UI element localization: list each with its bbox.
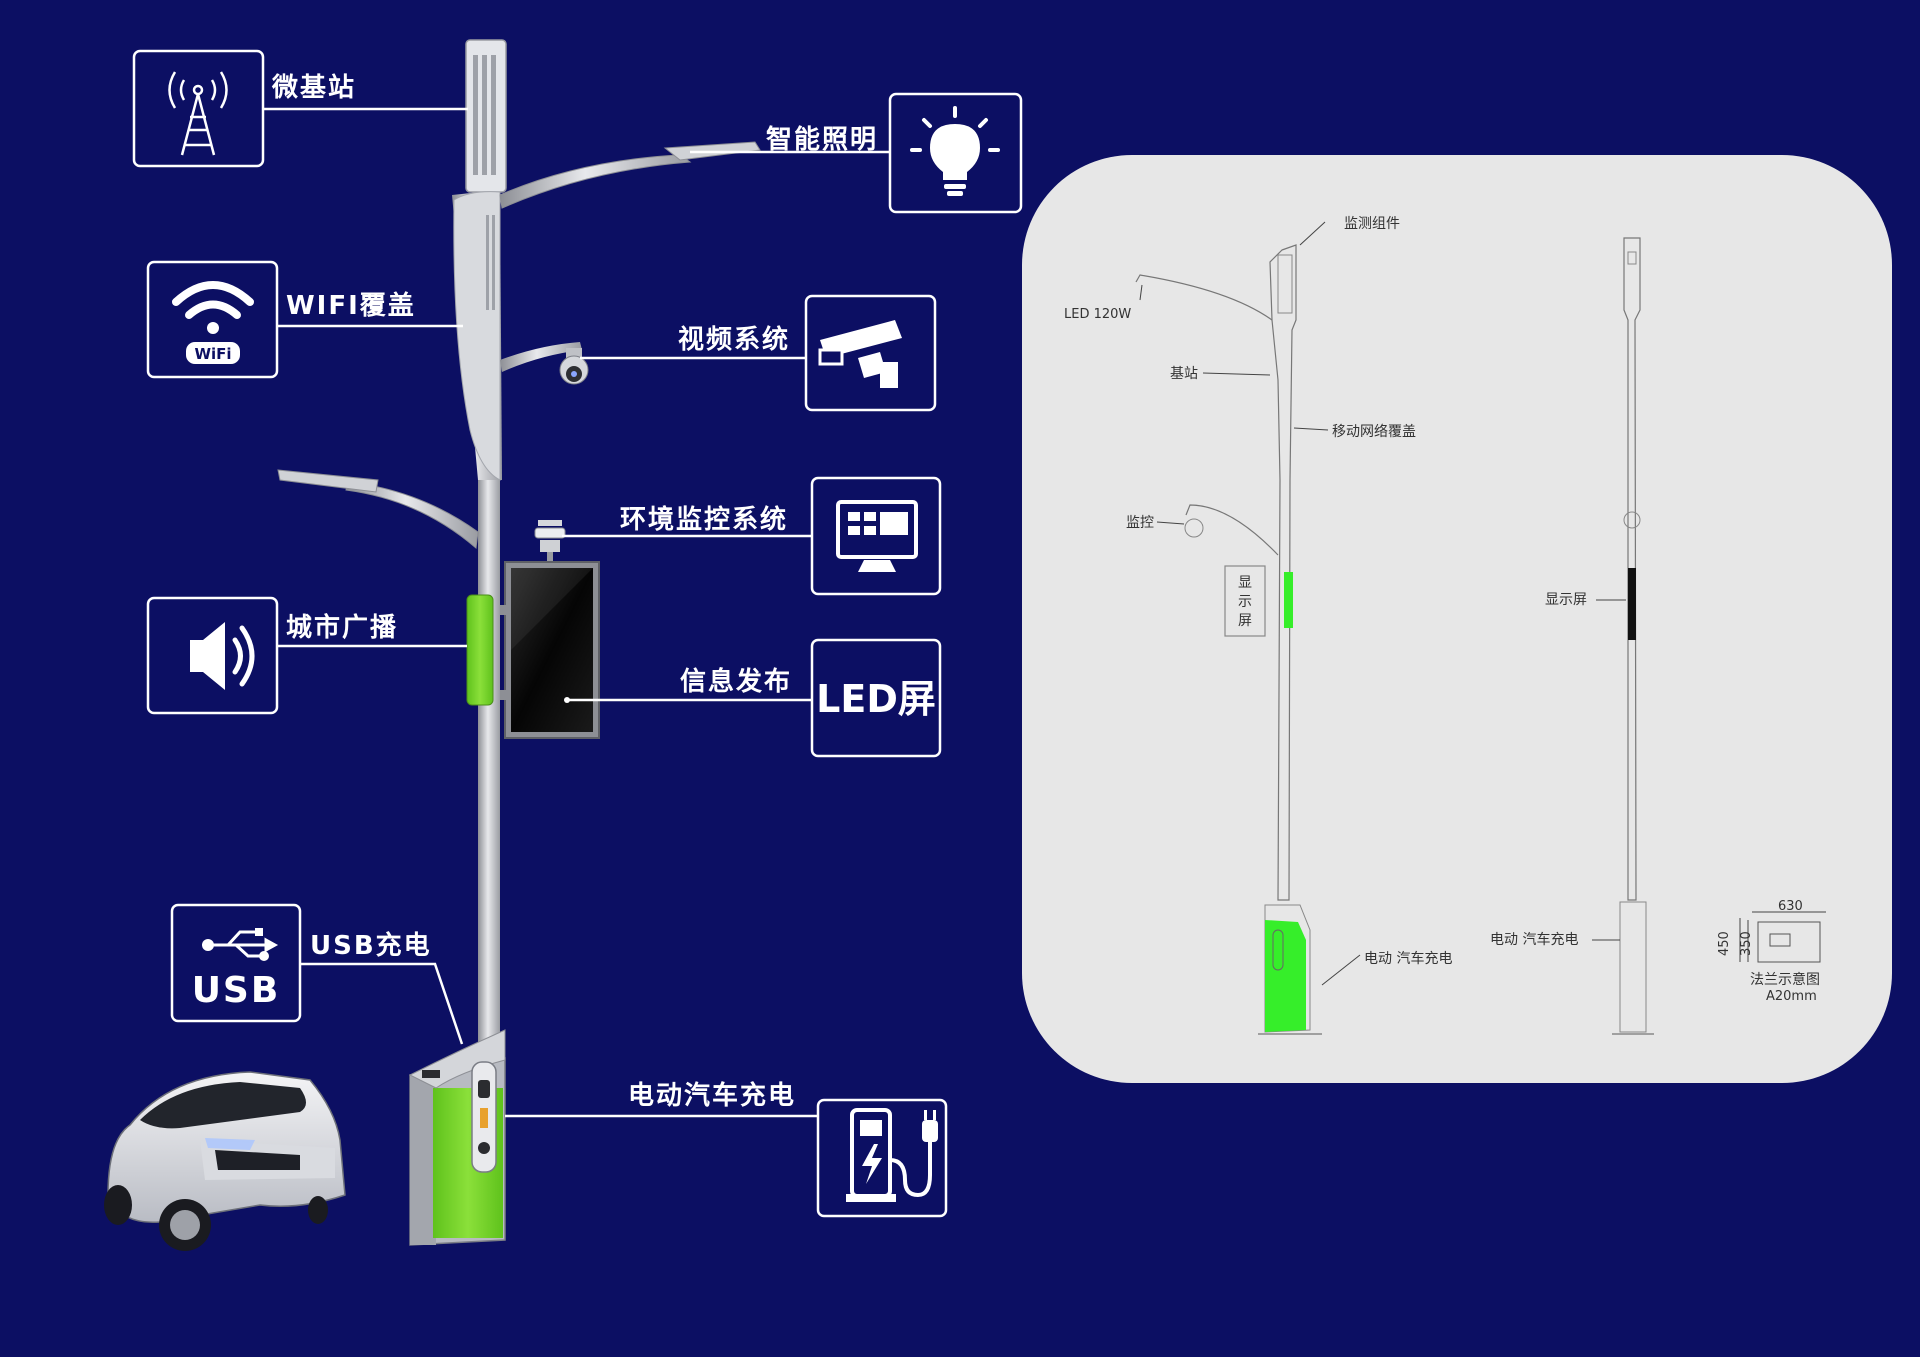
drawing-label-ev-left: 电动 汽车充电 <box>1364 950 1452 967</box>
led-screen-label: LED屏 <box>816 677 936 721</box>
drawing-label-monitoring: 监测组件 <box>1344 216 1400 232</box>
speaker-module <box>466 594 494 706</box>
usb-icon-text: USB <box>192 970 281 1011</box>
callout-smart-lighting: 智能照明 <box>690 92 1023 214</box>
wifi-icon <box>172 281 254 319</box>
smart-pole <box>277 39 761 1246</box>
label-ev-charging: 电动汽车充电 <box>628 1080 796 1111</box>
speaker-icon <box>190 622 255 690</box>
label-wifi: WIFI覆盖 <box>286 290 416 321</box>
label-broadcast: 城市广播 <box>286 612 398 643</box>
label-micro-base-station: 微基站 <box>271 72 356 103</box>
environment-sensor <box>534 520 566 562</box>
drawing-label-led: LED 120W <box>1064 307 1131 322</box>
electric-car <box>104 1071 346 1251</box>
drawing-pole-right <box>1612 237 1654 1035</box>
callout-environment: 环境监控系统 <box>562 476 942 596</box>
flange-width: 630 <box>1778 899 1803 914</box>
callout-micro-base-station: 微基站 <box>132 49 468 168</box>
callout-ev-charging: 电动汽车充电 <box>505 1080 948 1218</box>
drawing-label-ev-right: 电动 汽车充电 <box>1490 931 1578 948</box>
ev-charging-base <box>408 1029 506 1246</box>
security-camera-icon <box>818 320 902 388</box>
label-info-release: 信息发布 <box>680 666 792 697</box>
flange-note: A20mm <box>1766 989 1817 1004</box>
usb-icon <box>210 930 279 958</box>
callout-video: 视频系统 <box>580 294 937 412</box>
drawing-label-display-1: 显 <box>1238 575 1252 591</box>
drawing-pole-left <box>1135 244 1322 1035</box>
label-environment: 环境监控系统 <box>620 504 788 535</box>
technical-drawing-panel: 630 450 350 法兰示意图 A20mm 监测组件 LED 120W 基站… <box>1022 155 1892 1083</box>
callout-info-release: LED屏 信息发布 <box>564 638 942 758</box>
label-video: 视频系统 <box>678 324 790 355</box>
label-smart-lighting: 智能照明 <box>766 124 878 155</box>
wifi-badge-text: WiFi <box>194 345 231 363</box>
drawing-label-surveillance: 监控 <box>1126 515 1154 531</box>
drawing-label-display-2: 示 <box>1238 594 1252 610</box>
antenna-tower-icon <box>168 71 228 156</box>
ev-charger-icon <box>846 1108 938 1202</box>
drawing-label-display-3: 屏 <box>1238 613 1252 629</box>
callout-broadcast: 城市广播 <box>146 596 467 715</box>
callout-usb: USB USB充电 <box>170 903 464 1045</box>
drawing-label-base-station: 基站 <box>1170 365 1198 382</box>
flange-height-1: 450 <box>1717 931 1732 956</box>
flange-detail: 630 450 350 法兰示意图 A20mm <box>1717 899 1826 1004</box>
camera-dome <box>559 348 589 385</box>
drawing-label-display-side: 显示屏 <box>1545 592 1587 608</box>
light-bulb-icon <box>930 124 980 196</box>
flange-height-2: 350 <box>1739 931 1754 956</box>
drawing-label-mobile-net: 移动网络覆盖 <box>1332 424 1416 440</box>
monitor-icon <box>836 500 918 572</box>
flange-title: 法兰示意图 <box>1750 971 1820 988</box>
callout-wifi: WiFi WIFI覆盖 <box>146 260 463 379</box>
label-usb-charging: USB充电 <box>310 930 432 961</box>
